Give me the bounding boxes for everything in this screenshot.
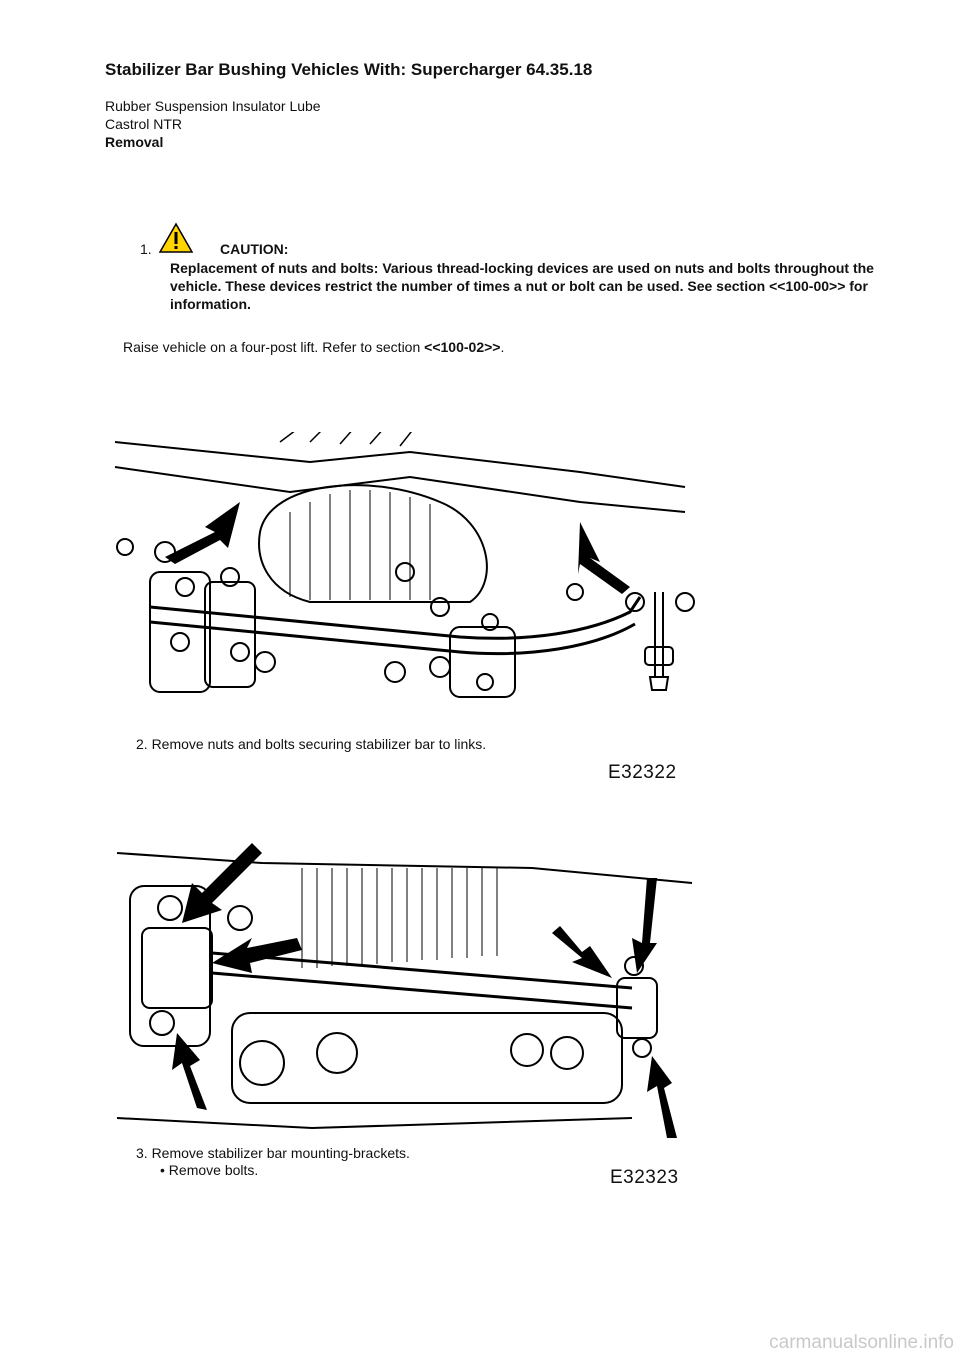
bullet-icon: • [160, 1162, 169, 1178]
figure-code: E32322 [608, 762, 677, 783]
bullet-text: Remove bolts. [168, 1162, 259, 1178]
material-item: Castrol NTR [105, 116, 183, 132]
step-number: 1. [140, 241, 152, 257]
figure-mounting-brackets [112, 838, 697, 1148]
material-item: Rubber Suspension Insulator Lube [105, 98, 321, 114]
mounting-brackets-illustration [116, 843, 693, 1138]
caution-heading: CAUTION: [220, 241, 289, 257]
section-heading: Removal [105, 134, 164, 150]
step-text-suffix: . [500, 339, 505, 355]
caution-text: Replacement of nuts and bolts: Various t… [170, 260, 874, 312]
warning-triangle-icon [158, 222, 194, 253]
step-text: 3. Remove stabilizer bar mounting-bracke… [136, 1145, 410, 1161]
figure-code: E32323 [610, 1167, 679, 1188]
step-text-prefix: Raise vehicle on a four-post lift. Refer… [123, 339, 425, 355]
step-text: Raise vehicle on a four-post lift. Refer… [123, 338, 504, 356]
section-reference-link[interactable]: <<100-02>> [424, 339, 501, 355]
figure-stabilizer-links [110, 426, 700, 712]
step-text: 2. Remove nuts and bolts securing stabil… [136, 736, 487, 752]
stabilizer-links-illustration [114, 426, 695, 698]
list-item: • Remove bolts. [160, 1162, 258, 1178]
page-title: Stabilizer Bar Bushing Vehicles With: Su… [105, 60, 593, 79]
watermark: carmanualsonline.info [769, 1332, 954, 1353]
